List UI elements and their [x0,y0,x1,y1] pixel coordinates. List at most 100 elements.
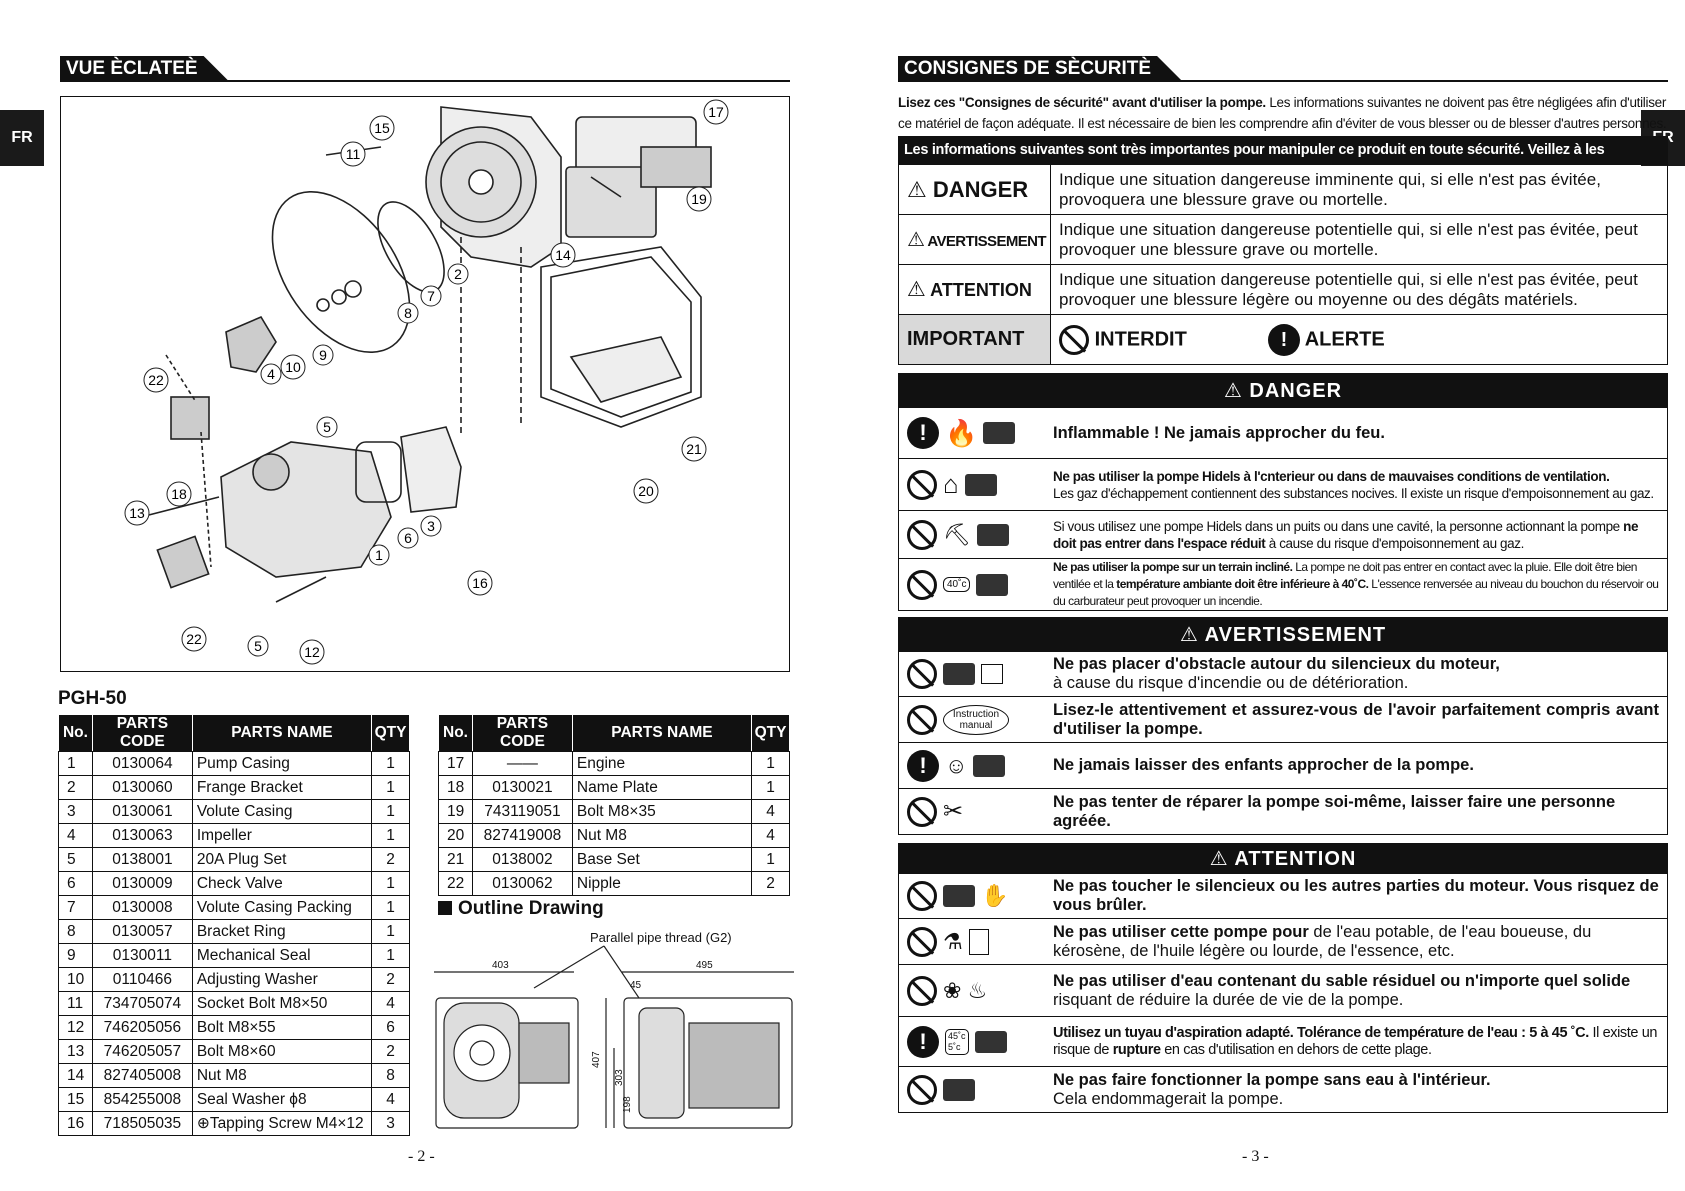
parts-code: 0130011 [91,943,193,968]
part-number: 1 [58,751,93,776]
callout: 16 [467,570,493,596]
col-header: No. [438,714,473,752]
quantity: 1 [371,919,410,944]
quantity: 1 [371,871,410,896]
parts-name: Bracket Ring [191,919,373,944]
svg-text:9: 9 [319,347,327,363]
parts-code: 0130061 [91,799,193,824]
svg-text:21: 21 [686,441,702,457]
col-header: QTY [751,714,790,752]
avert-row: ☺ Ne jamais laisser des enfants approche… [899,742,1667,788]
quantity: 1 [371,799,410,824]
quantity: 4 [371,1087,410,1112]
quantity: 2 [371,1039,410,1064]
col-header: No. [58,714,93,752]
quantity: 2 [751,871,790,896]
parts-name: Seal Washer ϕ8 [191,1087,373,1112]
avertissement-block: ⚠ AVERTISSEMENT Ne pas placer d'obstacle… [898,617,1668,835]
instruction-manual-icon: Instruction manual [943,704,1009,735]
prohibited-icon [907,519,937,550]
svg-text:18: 18 [171,486,187,502]
col-header: PARTS NAME [571,714,753,752]
svg-text:3: 3 [427,518,435,534]
parts-code: 0130064 [91,751,193,776]
part-number: 4 [58,823,93,848]
important-info-bar: Les informations suivantes sont très imp… [898,136,1668,186]
tools-icon: ✂ [943,798,964,825]
legend-text: Indique une situation dangereuse potenti… [1050,214,1668,265]
pump-icon [943,663,975,685]
parts-code: 0110466 [91,967,193,992]
callout: 12 [299,639,325,665]
interdit-label: INTERDIT [1094,327,1187,350]
col-header: PARTS CODE [471,714,573,752]
pump-icon [983,422,1016,444]
quantity: 6 [371,1015,410,1040]
callout: 8 [397,302,419,324]
part-number: 2 [58,775,93,800]
pump-icon [973,754,1006,777]
hand-icon: ✋ [981,883,1009,908]
house-icon: ⌂ [943,469,959,499]
outline-drawing-title: Outline Drawing [438,898,604,920]
danger-row: 40˚c Ne pas utiliser la pompe sur un ter… [899,558,1667,610]
parts-name: Bolt M8×35 [571,799,753,824]
language-tab: FR [0,110,44,166]
callout: 3 [420,515,442,537]
debris-icon: ❀ [943,977,962,1003]
part-number: 20 [438,823,473,848]
parts-name: ⊕Tapping Screw M4×12 [191,1111,373,1136]
warning-triangle-icon: ⚠ [1209,848,1229,870]
parts-code: 827419008 [471,823,573,848]
svg-text:13: 13 [129,505,145,521]
svg-text:495: 495 [696,960,713,971]
legend-key-avertissement: ⚠ AVERTISSEMENT [898,214,1051,265]
jerrycan-icon [968,928,989,955]
svg-text:16: 16 [472,575,488,591]
part-number: 8 [58,919,93,944]
quantity: 1 [371,895,410,920]
warning-triangle-icon: ⚠ [1223,380,1243,402]
svg-text:407: 407 [591,1051,602,1068]
warning-triangle-icon: ⚠ [907,176,927,202]
callout: 11 [340,141,366,167]
square-bullet-icon [438,901,452,915]
svg-text:45: 45 [630,980,642,991]
callout: 7 [420,285,442,307]
warning-triangle-icon: ⚠ [907,229,925,251]
part-number: 7 [58,895,93,920]
parts-name: Volute Casing [191,799,373,824]
alert-icon [907,749,939,782]
quantity: 4 [751,823,790,848]
callout: 14 [550,242,576,268]
quantity: 4 [751,799,790,824]
svg-text:198: 198 [622,1096,633,1113]
svg-text:17: 17 [708,104,724,120]
parts-code: 0130008 [91,895,193,920]
parts-code: 0138002 [471,847,573,872]
legend-key-attention: ⚠ ATTENTION [898,264,1051,315]
alert-icon [907,417,939,449]
warning-triangle-icon: ⚠ [907,278,926,301]
attention-row: Ne pas faire fonctionner la pompe sans e… [899,1066,1667,1112]
person-in-pit-icon: ⛏ [943,521,971,547]
part-number: 12 [58,1015,93,1040]
attention-row: ❀♨ Ne pas utiliser d'eau contenant du sa… [899,964,1667,1016]
parts-code: 718505035 [91,1111,193,1136]
callout: 9 [312,344,334,366]
parts-name: Engine [571,751,753,776]
legend-text: Indique une situation dangereuse imminen… [1050,164,1668,215]
page-number: - 2 - [408,1148,435,1165]
svg-text:5: 5 [323,419,331,435]
callout: 10 [280,354,306,380]
